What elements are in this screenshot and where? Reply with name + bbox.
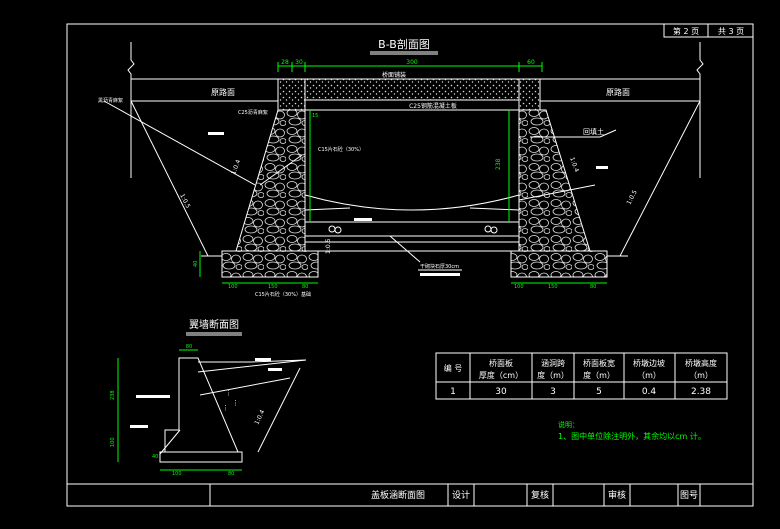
- th-id: 编 号: [444, 363, 463, 373]
- wing-dim-base: 100: [110, 437, 116, 447]
- bridge-deck-label: 桥面铺装: [382, 71, 406, 79]
- slope-right: 1:0.4: [568, 156, 580, 173]
- notes-heading: 说明：: [558, 420, 579, 429]
- dim-top-right: 60: [527, 59, 535, 66]
- notes-line1: 1、图中单位除注明外，其余均以cm 计。: [558, 431, 706, 441]
- bed-label: 干砌块石厚30cm: [420, 263, 459, 270]
- break-line-right: [696, 42, 704, 178]
- dim-top-left-a: 28: [281, 59, 289, 66]
- drawing-name: 盖板涵断面图: [371, 489, 425, 501]
- svg-text:⋮: ⋮: [232, 399, 239, 407]
- page-info-box: 第 2 页 共 3 页: [663, 23, 754, 38]
- dim-wall-height: 238: [495, 158, 502, 170]
- break-line-left: [127, 42, 135, 178]
- left-bank-slope: [130, 100, 209, 257]
- right-bank-slope: [619, 100, 701, 257]
- wing-dim-bottom-b: 80: [228, 471, 234, 477]
- wing-dim-top: 80: [186, 344, 192, 350]
- design-label: 设计: [452, 489, 470, 501]
- td-id: 1: [450, 387, 456, 397]
- bank-right: 1:0.5: [626, 189, 639, 206]
- th-height-1: 桥墩高度: [685, 358, 717, 368]
- c25-joint-label: C25沥青麻絮: [238, 109, 268, 116]
- wing-section: 翼墙断面图 ⋮ ⋮ ⋮ 80 238 100 40 1:0.4 100 80: [110, 318, 307, 477]
- slab-label: C25钢筋混凝土板: [409, 102, 457, 110]
- svg-text:⋮: ⋮: [225, 389, 232, 397]
- right-foundation: [510, 250, 608, 278]
- page-total: 共 3 页: [718, 27, 744, 36]
- title-block: 盖板涵断面图 设计 复核 审核 图号: [67, 483, 753, 506]
- left-foundation: [221, 250, 319, 278]
- notes: 说明： 1、图中单位除注明外，其余均以cm 计。: [558, 420, 706, 441]
- rubble-label: C15片石砼（30%）: [318, 146, 364, 153]
- wing-wall-base: [159, 451, 243, 463]
- wing-dim-height: 238: [110, 390, 116, 400]
- th-thickness-1: 桥面板: [489, 358, 513, 368]
- dim-foot-left-a: 100: [228, 284, 238, 290]
- td-height: 2.38: [691, 387, 711, 397]
- th-height-2: （m）: [689, 371, 713, 380]
- outer-frame: [66, 23, 754, 507]
- slope-left: 1:0.4: [230, 159, 242, 176]
- top-left-note: 黑沥青麻絮: [98, 97, 123, 104]
- th-slope-1: 桥墩边坡: [633, 358, 665, 368]
- road-left-label: 原路面: [211, 87, 235, 97]
- th-width-1: 桥面板宽: [583, 358, 615, 368]
- main-section-title: B-B剖面图: [378, 37, 430, 51]
- wing-dim-bottom-a: 100: [172, 471, 182, 477]
- dim-small-left: 15: [312, 113, 318, 119]
- td-thickness: 30: [495, 387, 507, 397]
- dim-foot-left-c: 80: [302, 284, 308, 290]
- bank-left: 1:0.5: [178, 193, 191, 210]
- th-thickness-2: 厚度（cm）: [479, 370, 523, 380]
- dim-top-span: 300: [406, 59, 418, 66]
- dim-base-height: 40: [193, 261, 199, 267]
- wing-section-title: 翼墙断面图: [189, 318, 239, 331]
- td-span: 3: [550, 387, 556, 397]
- bottom-dimensions: 40 100 150 80 100 150 80: [193, 251, 607, 290]
- main-section: B-B剖面图 原路面 原路面 C25钢筋混凝土板 桥面铺装 28 30 300: [98, 37, 704, 298]
- slope-bottom-left: 1:0.5: [325, 238, 332, 254]
- road-right-label: 原路面: [606, 87, 630, 97]
- top-dimension: 28 30 300 60: [277, 59, 543, 72]
- th-span-2: 度（m）: [537, 370, 569, 380]
- th-width-2: 度（m）: [583, 370, 615, 380]
- td-slope: 0.4: [642, 387, 657, 397]
- backfill-label: 回填土: [583, 127, 604, 136]
- approve-label: 审核: [608, 489, 626, 501]
- dim-foot-left-b: 150: [268, 284, 278, 290]
- drawing-no-label: 图号: [680, 490, 698, 501]
- wing-dim-slope: 1:0.4: [253, 409, 266, 426]
- wing-dim-foot: 40: [152, 454, 158, 460]
- dim-foot-right-c: 80: [590, 284, 596, 290]
- th-slope-2: （m）: [637, 371, 661, 380]
- right-abutment: [518, 109, 591, 252]
- review-label: 复核: [531, 489, 549, 501]
- dim-foot-right-b: 150: [548, 284, 558, 290]
- svg-text:⋮: ⋮: [222, 404, 229, 412]
- parameter-table: 编 号 桥面板 厚度（cm） 涵洞跨 度（m） 桥面板宽 度（m） 桥墩边坡 （…: [435, 352, 728, 400]
- th-span-1: 涵洞跨: [541, 358, 565, 368]
- td-width: 5: [596, 387, 602, 397]
- foundation-label: C15片石砼（30%）基础: [255, 291, 311, 298]
- dim-top-left-b: 30: [295, 59, 303, 66]
- page-current: 第 2 页: [673, 26, 699, 36]
- dim-foot-right-a: 100: [514, 284, 524, 290]
